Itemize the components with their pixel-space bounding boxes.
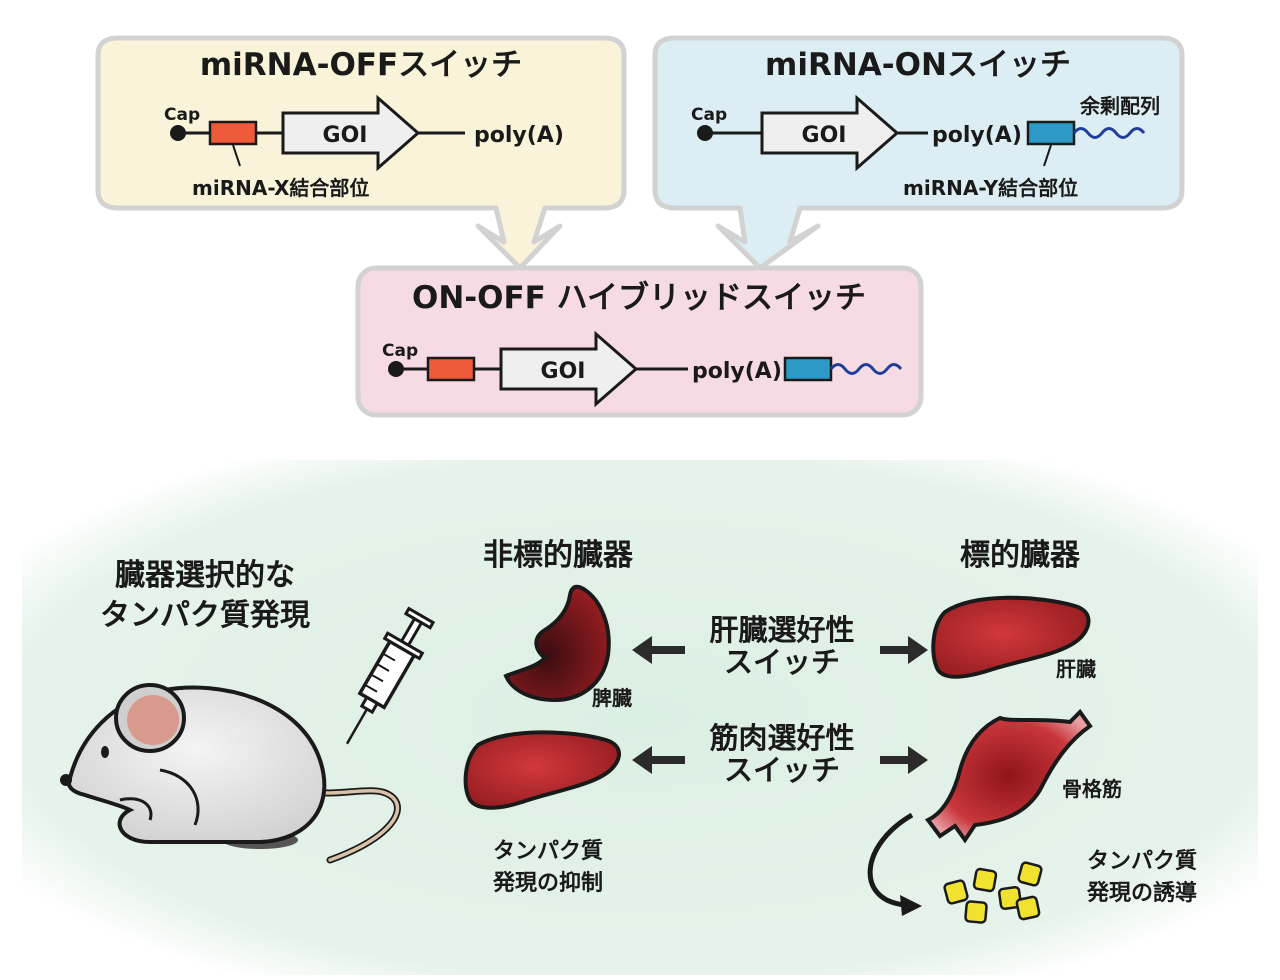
muscle-switch-label-line1: 筋肉選好性	[709, 721, 854, 755]
hybrid-switch-title: ON-OFF ハイブリッドスイッチ	[412, 280, 866, 316]
mouse-eye	[101, 746, 109, 758]
liver-switch-label-line2: スイッチ	[724, 645, 840, 679]
goi-arrow-icon	[760, 94, 900, 172]
skeletal-muscle-label: 骨格筋	[1062, 777, 1122, 801]
suppression-label-line2: 発現の抑制	[492, 871, 603, 896]
mirna-off-switch-box: miRNA-OFFスイッチ Cap GOI poly(A) miRNA-X結合部…	[95, 35, 627, 271]
polya-label: poly(A)	[692, 359, 782, 384]
left-arrow-icon	[632, 636, 685, 664]
mirna-x-site-label: miRNA-X結合部位	[192, 176, 369, 200]
cap-label: Cap	[382, 341, 418, 361]
tail-wave-icon	[1072, 127, 1146, 139]
on-switch-title: miRNA-ONスイッチ	[765, 47, 1071, 83]
mirna-y-site-box	[783, 356, 833, 382]
extra-sequence-label: 余剰配列	[1079, 94, 1160, 118]
induction-label-line1: タンパク質	[1087, 849, 1197, 874]
spleen-icon	[503, 584, 611, 703]
mouse-illustration	[60, 683, 401, 864]
goi-arrow-icon	[499, 330, 639, 408]
target-organ-label: 標的臓器	[960, 538, 1081, 573]
mouse-ear-inner	[127, 695, 179, 745]
liver-switch-label-line1: 肝臓選好性	[709, 613, 854, 647]
organ-selective-label-line2: タンパク質発現	[100, 598, 310, 633]
mirna-x-site-box	[426, 356, 476, 382]
mirna-on-switch-box: miRNA-ONスイッチ Cap GOI poly(A) 余剰配列 miRNA-…	[652, 35, 1185, 271]
right-arrow-icon	[880, 636, 928, 664]
induction-label-line2: 発現の誘導	[1086, 880, 1197, 906]
suppression-label-line1: タンパク質	[493, 839, 603, 864]
cap-label: Cap	[691, 105, 727, 125]
off-switch-title: miRNA-OFFスイッチ	[200, 47, 522, 83]
non-target-organ-label: 非標的臓器	[483, 538, 634, 573]
liver-icon-non-target	[463, 730, 621, 810]
mirna-x-site-box	[208, 120, 258, 146]
protein-icons	[943, 861, 1043, 924]
liver-icon-target	[931, 595, 1091, 679]
spleen-label: 脾臓	[592, 686, 632, 710]
polya-label: poly(A)	[932, 123, 1022, 148]
skeletal-muscle-icon	[924, 708, 1093, 844]
goi-label: GOI	[323, 123, 368, 148]
muscle-switch-label-line2: スイッチ	[724, 753, 840, 787]
lower-panel-background	[22, 460, 1258, 975]
syringe-icon	[345, 606, 436, 745]
liver-label: 肝臓	[1056, 657, 1096, 681]
mirna-y-site-label: miRNA-Y結合部位	[903, 176, 1078, 200]
hybrid-box-shape	[355, 265, 924, 418]
mouse-nose	[60, 774, 72, 786]
goi-label: GOI	[541, 359, 586, 384]
cap-label: Cap	[164, 105, 200, 125]
right-arrow-icon	[880, 746, 928, 774]
goi-label: GOI	[802, 123, 847, 148]
polya-label: poly(A)	[474, 123, 564, 148]
hybrid-switch-box: ON-OFF ハイブリッドスイッチ Cap GOI poly(A)	[355, 265, 924, 418]
tail-wave-icon	[829, 363, 903, 375]
mirna-y-site-box	[1026, 120, 1076, 146]
goi-arrow-icon	[281, 94, 421, 172]
on-box-shape	[652, 35, 1185, 271]
left-arrow-icon	[632, 746, 685, 774]
organ-selective-label-line1: 臓器選択的な	[115, 558, 295, 593]
induction-arrow-icon	[867, 812, 914, 908]
